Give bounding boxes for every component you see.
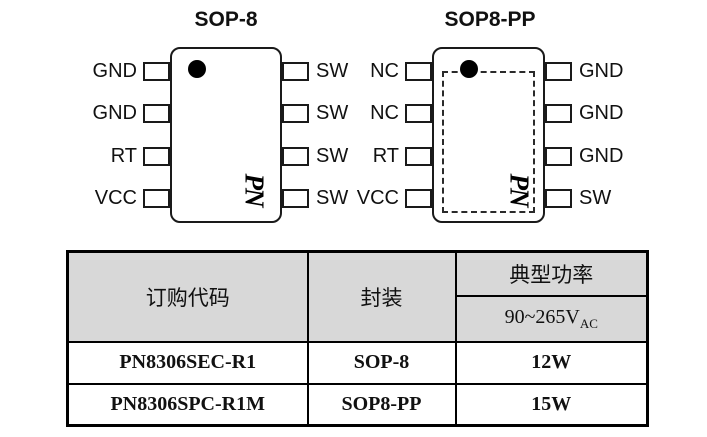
package-diagram-sop8: SOP-8 PN GND GND RT VCC SW SW SW SW — [90, 8, 370, 240]
pin — [143, 147, 170, 166]
package-title: SOP-8 — [194, 8, 258, 31]
pin-label: RT — [372, 145, 399, 167]
pin — [405, 189, 432, 208]
package-title: SOP8-PP — [444, 8, 536, 31]
pin — [282, 189, 309, 208]
package-cell: SOP-8 — [306, 340, 457, 385]
pin — [282, 62, 309, 81]
col-header-package: 封装 — [306, 250, 457, 343]
chipown-logo: PN — [504, 173, 535, 206]
col-header-typical-power: 典型功率 — [454, 250, 649, 297]
pin — [405, 62, 432, 81]
pin — [405, 104, 432, 123]
voltage-range: 90~265V — [504, 305, 580, 328]
pin1-indicator-dot — [460, 60, 478, 78]
voltage-range-subscript: AC — [579, 315, 598, 331]
package-body — [170, 47, 282, 223]
table-row: PN8306SEC-R1 SOP-8 12W — [66, 340, 649, 385]
pin-label: NC — [370, 60, 399, 82]
pin-label: GND — [579, 145, 624, 167]
pin — [282, 147, 309, 166]
pin-label: VCC — [356, 187, 399, 209]
exposed-pad-outline — [442, 71, 535, 213]
power-cell: 12W — [454, 340, 649, 385]
pin-label: RT — [110, 145, 137, 167]
power-cell: 15W — [454, 382, 649, 427]
package-diagram-sop8pp: SOP8-PP PN NC NC RT VCC GND GND GND SW — [357, 8, 640, 240]
pin-label: GND — [92, 60, 137, 82]
pin-label: GND — [579, 60, 624, 82]
table-row: PN8306SPC-R1M SOP8-PP 15W — [66, 382, 649, 427]
pin — [143, 104, 170, 123]
chipown-logo: PN — [239, 173, 270, 206]
pin — [545, 147, 572, 166]
ordering-table: 订购代码 封装 典型功率 90~265VAC PN8306SEC-R1 SOP-… — [66, 250, 649, 427]
pin-label: SW — [316, 60, 349, 82]
pin1-indicator-dot — [188, 60, 206, 78]
pin-label: VCC — [94, 187, 137, 209]
pin — [545, 104, 572, 123]
pin — [405, 147, 432, 166]
pin-label: GND — [92, 102, 137, 124]
pin — [143, 62, 170, 81]
pin-label: SW — [316, 145, 349, 167]
pin — [282, 104, 309, 123]
pin — [545, 189, 572, 208]
pin-label: SW — [316, 187, 349, 209]
pin-label: GND — [579, 102, 624, 124]
col-header-order-code: 订购代码 — [66, 250, 309, 343]
package-body — [432, 47, 545, 223]
order-code-cell: PN8306SPC-R1M — [66, 382, 309, 427]
pin-label: NC — [370, 102, 399, 124]
pin — [545, 62, 572, 81]
col-header-input-voltage: 90~265VAC — [454, 294, 649, 343]
package-cell: SOP8-PP — [306, 382, 457, 427]
pin-label: SW — [579, 187, 612, 209]
pin-label: SW — [316, 102, 349, 124]
pin — [143, 189, 170, 208]
order-code-cell: PN8306SEC-R1 — [66, 340, 309, 385]
